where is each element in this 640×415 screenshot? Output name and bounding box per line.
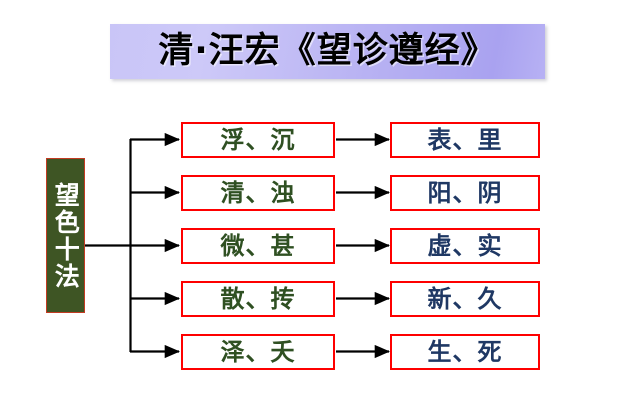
middle-box-1: 浮、沉 [181, 122, 335, 158]
middle-box-3: 微、甚 [181, 228, 335, 264]
middle-box-4: 散、抟 [181, 281, 335, 317]
middle-box-1-label: 浮、沉 [220, 126, 296, 154]
right-box-5-label: 生、死 [427, 338, 503, 366]
middle-box-5-label: 泽、夭 [220, 338, 296, 366]
right-box-4-label: 新、久 [427, 285, 503, 313]
middle-box-3-label: 微、甚 [220, 232, 296, 260]
page-title: 清·汪宏《望诊遵经》 [158, 31, 497, 71]
right-box-5: 生、死 [390, 334, 540, 370]
right-box-4: 新、久 [390, 281, 540, 317]
right-box-2-label: 阳、阴 [427, 179, 503, 207]
right-box-1: 表、里 [390, 122, 540, 158]
root-node-box: 望色十法 [46, 158, 85, 313]
middle-box-4-label: 散、抟 [220, 285, 296, 313]
right-box-3-label: 虚、实 [427, 232, 503, 260]
middle-box-2: 清、浊 [181, 175, 335, 211]
middle-box-5: 泽、夭 [181, 334, 335, 370]
middle-box-2-label: 清、浊 [220, 179, 296, 207]
right-box-1-label: 表、里 [427, 126, 503, 154]
right-box-2: 阳、阴 [390, 175, 540, 211]
right-box-3: 虚、实 [390, 228, 540, 264]
title-banner: 清·汪宏《望诊遵经》 [110, 24, 545, 79]
root-node-label: 望色十法 [51, 181, 81, 290]
